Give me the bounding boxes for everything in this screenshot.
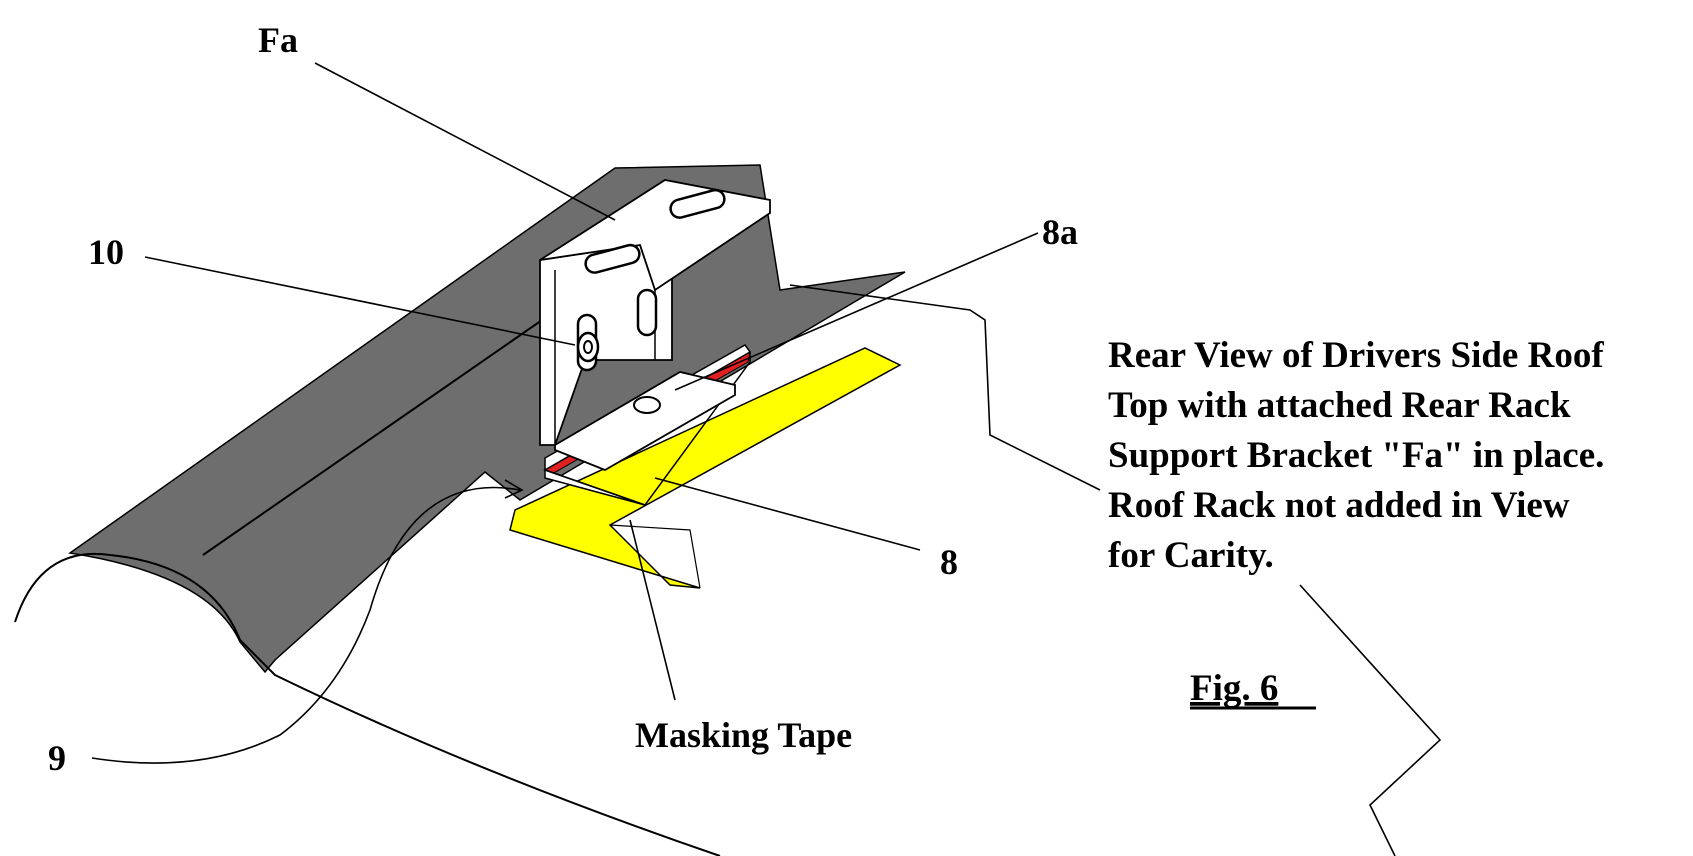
label-10: 10 — [88, 232, 124, 272]
description-line-5: for Carity. — [1108, 535, 1274, 576]
bracket-bottom-flange — [554, 371, 736, 471]
view-bracket-line — [1299, 584, 1442, 856]
leader-8a — [674, 232, 1039, 391]
roof-front-edge — [14, 552, 721, 856]
masking-tape-strip — [509, 347, 902, 589]
roof-top-shape — [68, 164, 906, 674]
top-slot-1 — [669, 188, 726, 219]
leader-masking-tape — [629, 519, 676, 701]
leader-10 — [144, 256, 576, 346]
roof-ridge-line — [202, 317, 546, 556]
description-line-2: Top with attached Rear Rack — [1108, 385, 1571, 426]
label-fa: Fa — [258, 20, 298, 60]
description-line-1: Rear View of Drivers Side Roof — [1108, 335, 1604, 376]
bracket-inner-edge — [554, 244, 656, 445]
masking-tape-fold — [609, 524, 701, 589]
leader-8 — [654, 477, 921, 551]
figure-caption: Fig. 6 — [1190, 668, 1278, 709]
label-9: 9 — [48, 738, 66, 778]
label-masking-tape: Masking Tape — [635, 715, 852, 755]
leader-description — [789, 284, 1101, 491]
arrow-9 — [504, 479, 524, 499]
label-8: 8 — [940, 542, 958, 582]
wing-nut-center — [583, 340, 593, 354]
leader-9 — [91, 486, 521, 764]
label-8a: 8a — [1042, 212, 1078, 252]
side-slot-2 — [636, 288, 658, 337]
leader-fa — [314, 62, 616, 221]
description-line-3: Support Bracket "Fa" in place. — [1108, 435, 1604, 476]
description-line-4: Roof Rack not added in View — [1108, 485, 1570, 526]
top-slot-2 — [584, 243, 641, 274]
bottom-hole — [633, 396, 661, 414]
